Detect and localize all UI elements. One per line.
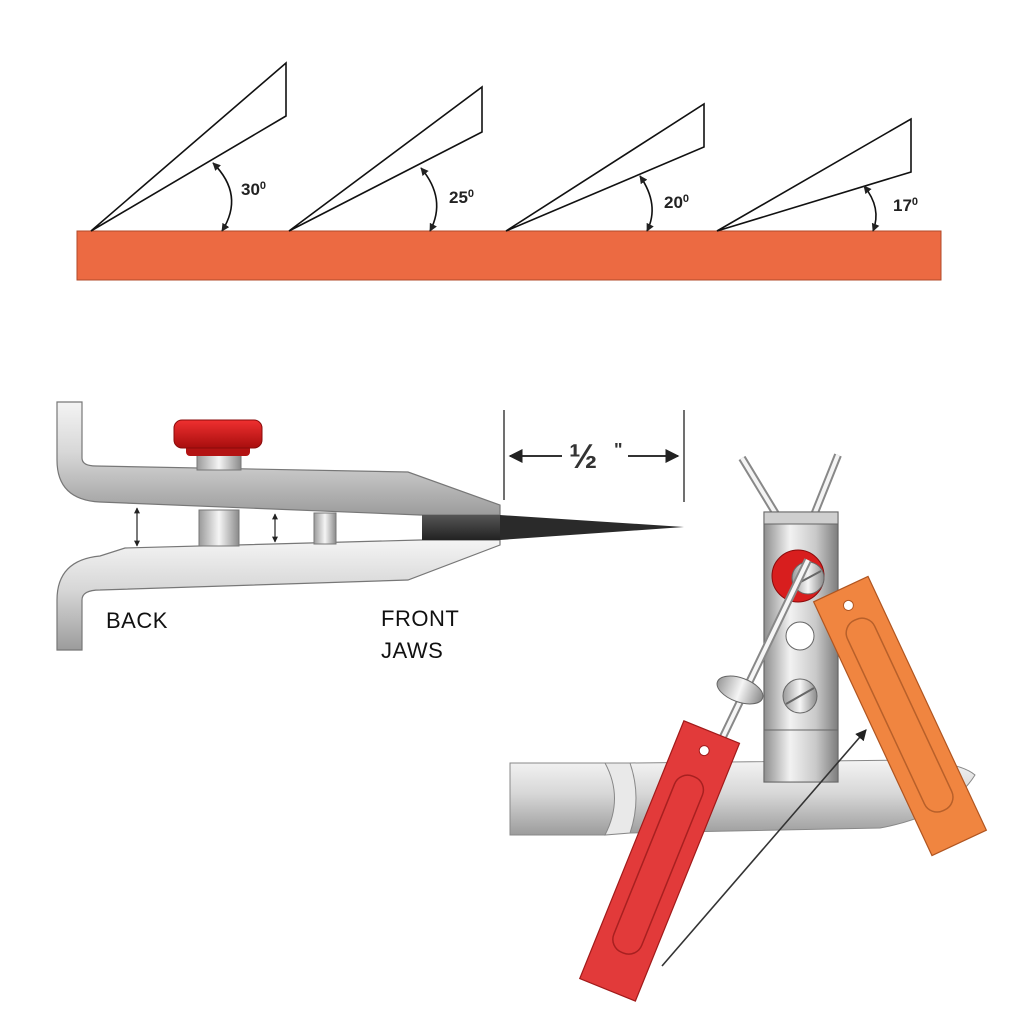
pointer-arrow xyxy=(661,729,867,967)
angle-label-30: 300 xyxy=(241,180,266,199)
rod-collar xyxy=(716,675,764,705)
front-label-line2: JAWS xyxy=(381,638,443,663)
back-label: BACK xyxy=(106,608,168,633)
angle-diagram: 300 250 200 170 xyxy=(76,61,942,281)
hone-left-red xyxy=(578,720,741,1002)
knife-blade xyxy=(422,515,500,540)
blade-wedge-17: 170 xyxy=(716,117,918,232)
knife-blade-tip xyxy=(500,515,684,540)
hone-right-orange xyxy=(812,575,988,857)
knife-bolster xyxy=(604,762,637,836)
blade-wedge-20: 200 xyxy=(505,102,705,232)
upper-jaw xyxy=(56,401,501,516)
screw-post xyxy=(198,509,240,547)
angle-label-25: 250 xyxy=(449,188,474,207)
blade-wedge-30: 300 xyxy=(90,61,287,232)
guide-hole-icon xyxy=(785,621,815,651)
dimension-value: ½ xyxy=(569,438,597,476)
blade-wedge-25: 250 xyxy=(288,85,483,232)
blade-extension-dimension: ½ " xyxy=(503,410,685,502)
front-label-line1: FRONT xyxy=(381,606,459,631)
angle-label-20: 200 xyxy=(664,193,689,212)
spacer-pin xyxy=(313,512,337,545)
angle-guide-cylinder xyxy=(763,511,839,783)
guide-rod-assembly xyxy=(509,453,988,1002)
lower-jaw xyxy=(56,539,501,651)
clamp-knob xyxy=(173,419,263,471)
angle-label-17: 170 xyxy=(893,196,918,215)
clamp-side-view: ½ " BACK FRONT JAWS xyxy=(56,401,685,663)
sharpening-stone xyxy=(76,230,942,281)
dimension-unit: " xyxy=(614,440,623,460)
